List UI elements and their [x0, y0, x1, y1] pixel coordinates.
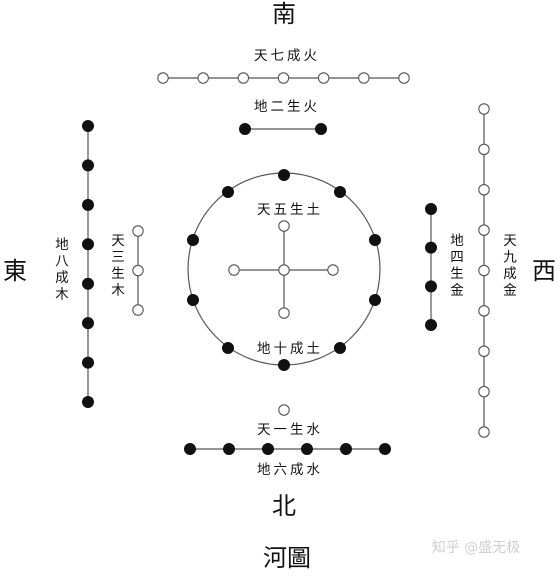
- yin-dot: [425, 203, 437, 215]
- yin-dot: [239, 123, 251, 135]
- yin-dot: [315, 123, 327, 135]
- label-di-shi: 地十成土: [257, 341, 323, 357]
- yang-dot: [132, 264, 144, 277]
- yin-dot: [425, 319, 437, 331]
- yin-dot: [369, 234, 381, 246]
- yang-dot: [278, 404, 290, 416]
- yin-dot: [222, 186, 234, 198]
- connector-lines: [87, 77, 485, 450]
- label-di-liu: 地六成水: [257, 462, 323, 478]
- label-tian-yi: 天一生水: [257, 422, 323, 438]
- yang-dot: [478, 264, 490, 277]
- yang-dot: [278, 307, 290, 319]
- watermark: 知乎 @盛无极: [432, 539, 520, 556]
- east-label: 東: [3, 257, 27, 285]
- yin-dot: [82, 159, 94, 172]
- yang-dot: [398, 72, 410, 84]
- west-label: 西: [532, 257, 556, 285]
- yin-dot: [82, 120, 94, 132]
- yin-dot: [340, 443, 352, 455]
- yin-dot: [425, 241, 437, 254]
- yang-dot: [478, 224, 490, 236]
- yin-dot: [425, 280, 437, 293]
- yang-dot: [478, 143, 490, 156]
- yang-dot: [478, 426, 490, 438]
- yang-dot: [358, 72, 370, 84]
- label-tian-wu: 天五生土: [257, 202, 323, 218]
- dots-layer: [82, 72, 490, 455]
- yang-dot: [132, 225, 144, 237]
- label-tian-qi: 天七成火: [254, 48, 320, 64]
- yin-dot: [187, 234, 199, 246]
- north-label: 北: [272, 492, 296, 520]
- yin-dot: [278, 359, 290, 371]
- yang-dot: [478, 305, 490, 317]
- yang-dot: [277, 72, 290, 84]
- yang-dot: [228, 264, 240, 276]
- yin-dot: [82, 356, 94, 369]
- label-tian-jiu: 天九成金: [500, 233, 517, 299]
- yang-dot: [237, 72, 250, 84]
- yin-dot: [369, 294, 381, 306]
- yang-dot: [478, 345, 490, 357]
- yin-dot: [184, 443, 196, 455]
- yin-dot: [334, 342, 346, 354]
- yang-dot: [327, 264, 339, 276]
- yin-dot: [278, 169, 290, 181]
- yin-dot: [82, 238, 94, 251]
- label-di-er: 地二生火: [254, 99, 320, 115]
- yin-dot: [82, 396, 94, 408]
- yang-dot: [197, 72, 209, 84]
- yang-dot: [478, 103, 490, 115]
- yin-dot: [222, 342, 234, 354]
- yin-dot: [187, 294, 199, 306]
- yang-dot: [157, 72, 169, 84]
- yin-dot: [223, 443, 235, 455]
- label-di-ba: 地八成木: [52, 237, 69, 303]
- yang-dot: [478, 184, 490, 196]
- yin-dot: [82, 198, 94, 211]
- yin-dot: [334, 186, 346, 198]
- yang-dot: [278, 264, 290, 276]
- yin-dot: [82, 277, 94, 290]
- south-label: 南: [272, 0, 296, 28]
- yang-dot: [132, 304, 144, 316]
- yin-dot: [82, 317, 94, 330]
- label-di-si: 地四生金: [447, 233, 464, 299]
- yin-dot: [262, 443, 274, 455]
- yang-dot: [317, 72, 330, 84]
- yin-dot: [379, 443, 391, 455]
- yin-dot: [301, 443, 313, 455]
- label-tian-san: 天三生木: [108, 233, 125, 299]
- diagram-title: 河圖: [263, 544, 311, 572]
- yang-dot: [478, 385, 490, 398]
- yang-dot: [278, 220, 290, 232]
